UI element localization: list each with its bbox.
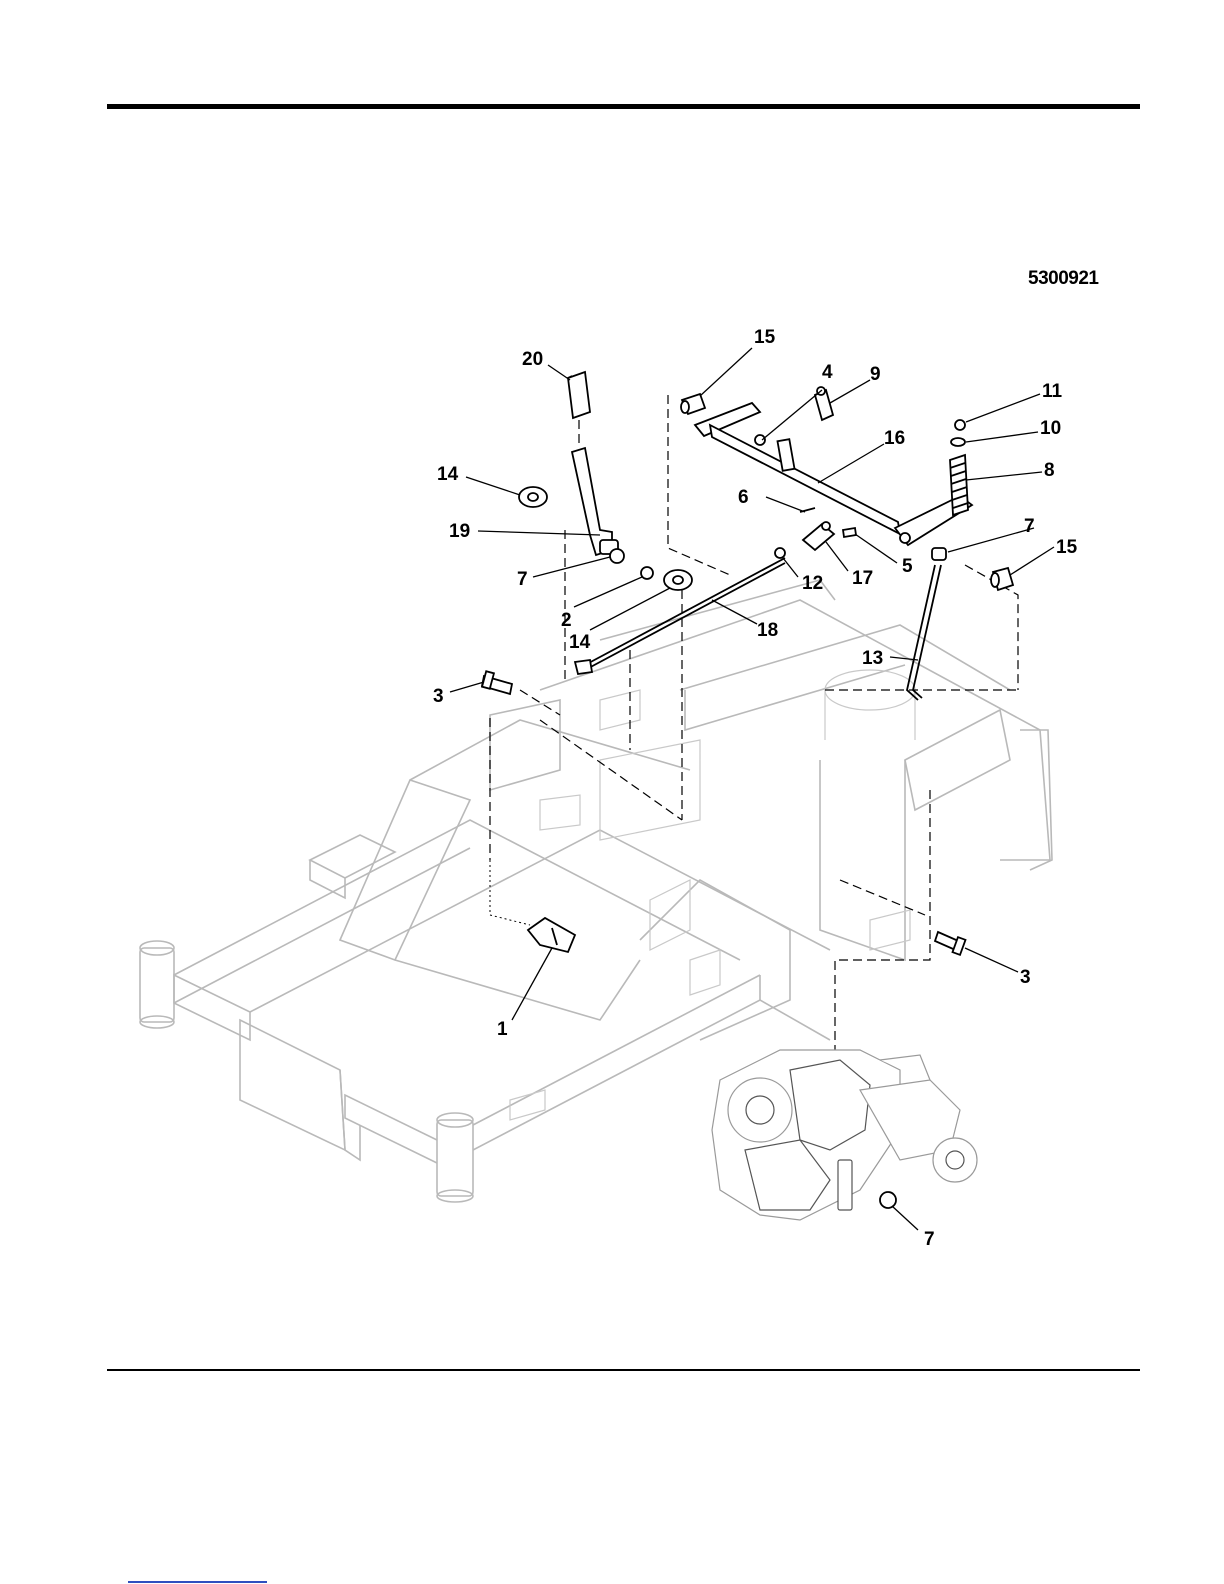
hex-nut-left bbox=[610, 549, 624, 563]
flange-bushing-upper bbox=[519, 487, 547, 507]
callout-10: 10 bbox=[1040, 418, 1061, 439]
callout-6: 6 bbox=[738, 487, 749, 508]
spacer-right bbox=[991, 568, 1013, 590]
callout-3-right: 3 bbox=[1020, 967, 1031, 988]
pedal-bracket bbox=[528, 918, 575, 952]
clevis-pin bbox=[843, 528, 856, 537]
jam-nut bbox=[775, 548, 785, 558]
transmission-assembly bbox=[712, 1050, 977, 1220]
lock-nut bbox=[955, 420, 965, 430]
callout-7-transmission: 7 bbox=[924, 1229, 935, 1250]
nut-small bbox=[641, 567, 653, 579]
hex-nut-right bbox=[932, 548, 946, 560]
callout-4: 4 bbox=[822, 362, 833, 383]
callout-2: 2 bbox=[561, 610, 572, 631]
callout-9: 9 bbox=[870, 364, 881, 385]
callout-14-lower: 14 bbox=[569, 632, 591, 653]
callout-7-right: 7 bbox=[1024, 516, 1035, 537]
callout-14-upper: 14 bbox=[437, 464, 459, 485]
callout-20: 20 bbox=[522, 349, 543, 370]
callout-1: 1 bbox=[497, 1019, 508, 1040]
hex-bolt-left bbox=[482, 671, 512, 694]
callout-12: 12 bbox=[802, 573, 823, 594]
callout-3-left: 3 bbox=[433, 686, 444, 707]
flat-washer bbox=[951, 438, 965, 446]
callout-15-upper: 15 bbox=[754, 327, 776, 348]
flange-bushing-lower bbox=[664, 570, 692, 590]
pedal-pad bbox=[568, 372, 590, 418]
callout-8: 8 bbox=[1044, 460, 1055, 481]
hex-nut-transmission bbox=[880, 1192, 896, 1208]
pedal-arm bbox=[572, 448, 618, 555]
callout-16: 16 bbox=[884, 428, 905, 449]
hex-bolt-right bbox=[935, 932, 965, 955]
callout-19: 19 bbox=[449, 521, 470, 542]
spacer-upper bbox=[681, 394, 705, 414]
footer-link-underline[interactable] bbox=[128, 1581, 267, 1583]
callout-13: 13 bbox=[862, 648, 883, 669]
callout-11: 11 bbox=[1042, 381, 1063, 402]
assembly-dash-lines bbox=[490, 395, 1018, 1050]
callout-17: 17 bbox=[852, 568, 873, 589]
compression-spring bbox=[950, 455, 968, 515]
callout-18: 18 bbox=[757, 620, 778, 641]
callout-5: 5 bbox=[902, 556, 913, 577]
callout-15-right: 15 bbox=[1056, 537, 1078, 558]
footer-rule bbox=[107, 1369, 1140, 1371]
callout-7-left: 7 bbox=[517, 569, 528, 590]
